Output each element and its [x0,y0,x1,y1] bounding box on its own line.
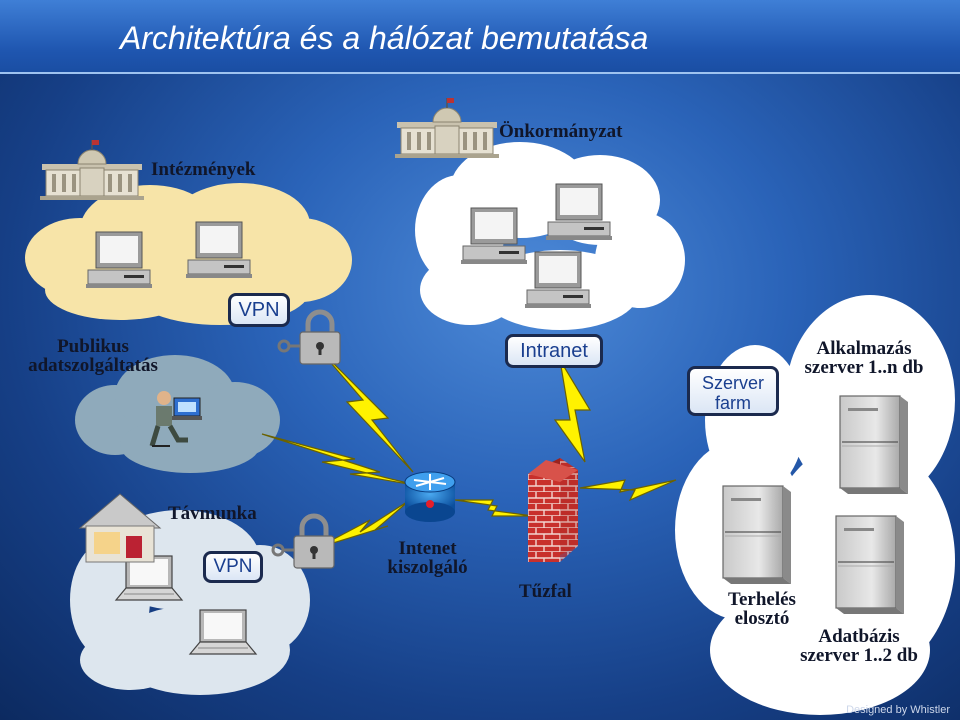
label-alkalmazas-line2: szerver 1..n db [804,357,924,378]
vpn-badge-top: VPN [228,293,290,327]
laptop-icon [189,609,257,655]
label-publikus-line1: Publikus [57,336,129,357]
building-icon-onkormanyzat [394,97,500,159]
label-publikus-line2: adatszolgáltatás [28,355,158,376]
label-alkalmazas-line1: Alkalmazás [816,338,912,359]
server-icon-adatbazis [835,515,905,615]
cloud-intezmenyek [25,183,352,325]
label-intenet-line2: kiszolgáló [387,557,468,578]
intranet-badge: Intranet [505,334,603,368]
computer-icon [545,183,613,241]
lightning-router-firewall [454,499,534,517]
house-icon [78,493,162,563]
credit-text: Designed by Whistler [846,704,950,716]
server-icon-alkalmazas [839,395,909,495]
lightning-links [261,347,677,549]
label-terheles-line2: elosztó [734,608,790,629]
szerver-farm-badge: Szerver farm [687,366,779,416]
cloud-publikus [75,355,280,473]
label-tavmunka: Távmunka [168,503,257,524]
lightning-vpn-router [317,347,414,473]
lightning-firewall-farm [579,479,677,502]
building-icon-intezmenyek [39,139,145,201]
lightning-intranet-firewall [553,359,592,463]
operator-icon [149,391,202,447]
router-icon [404,471,456,522]
laptop-icon [115,555,183,601]
vpn-badge-bottom: VPN [203,551,263,583]
computer-icon [85,231,153,289]
lightning-publikus-router [261,433,421,487]
label-intenet-line1: Intenet [398,538,457,559]
label-tuzfal: Tűzfal [519,581,572,602]
label-terheles-line1: Terhelés [728,589,796,610]
slide-title: Architektúra és a hálózat bemutatása [120,20,649,56]
firewall-icon [528,458,578,562]
label-adatbazis-line1: Adatbázis [818,626,900,647]
label-intezmenyek: Intézmények [151,159,256,180]
computer-icon [524,251,592,309]
label-onkormanyzat: Önkormányzat [499,121,623,142]
computer-icon [185,221,253,279]
label-adatbazis-line2: szerver 1..2 db [800,645,918,666]
computer-icon [460,207,528,265]
server-icon-terheles [722,485,792,585]
szerver-farm-line1: Szerver [701,373,764,393]
title-bar [0,0,960,74]
szerver-farm-line2: farm [715,393,751,413]
